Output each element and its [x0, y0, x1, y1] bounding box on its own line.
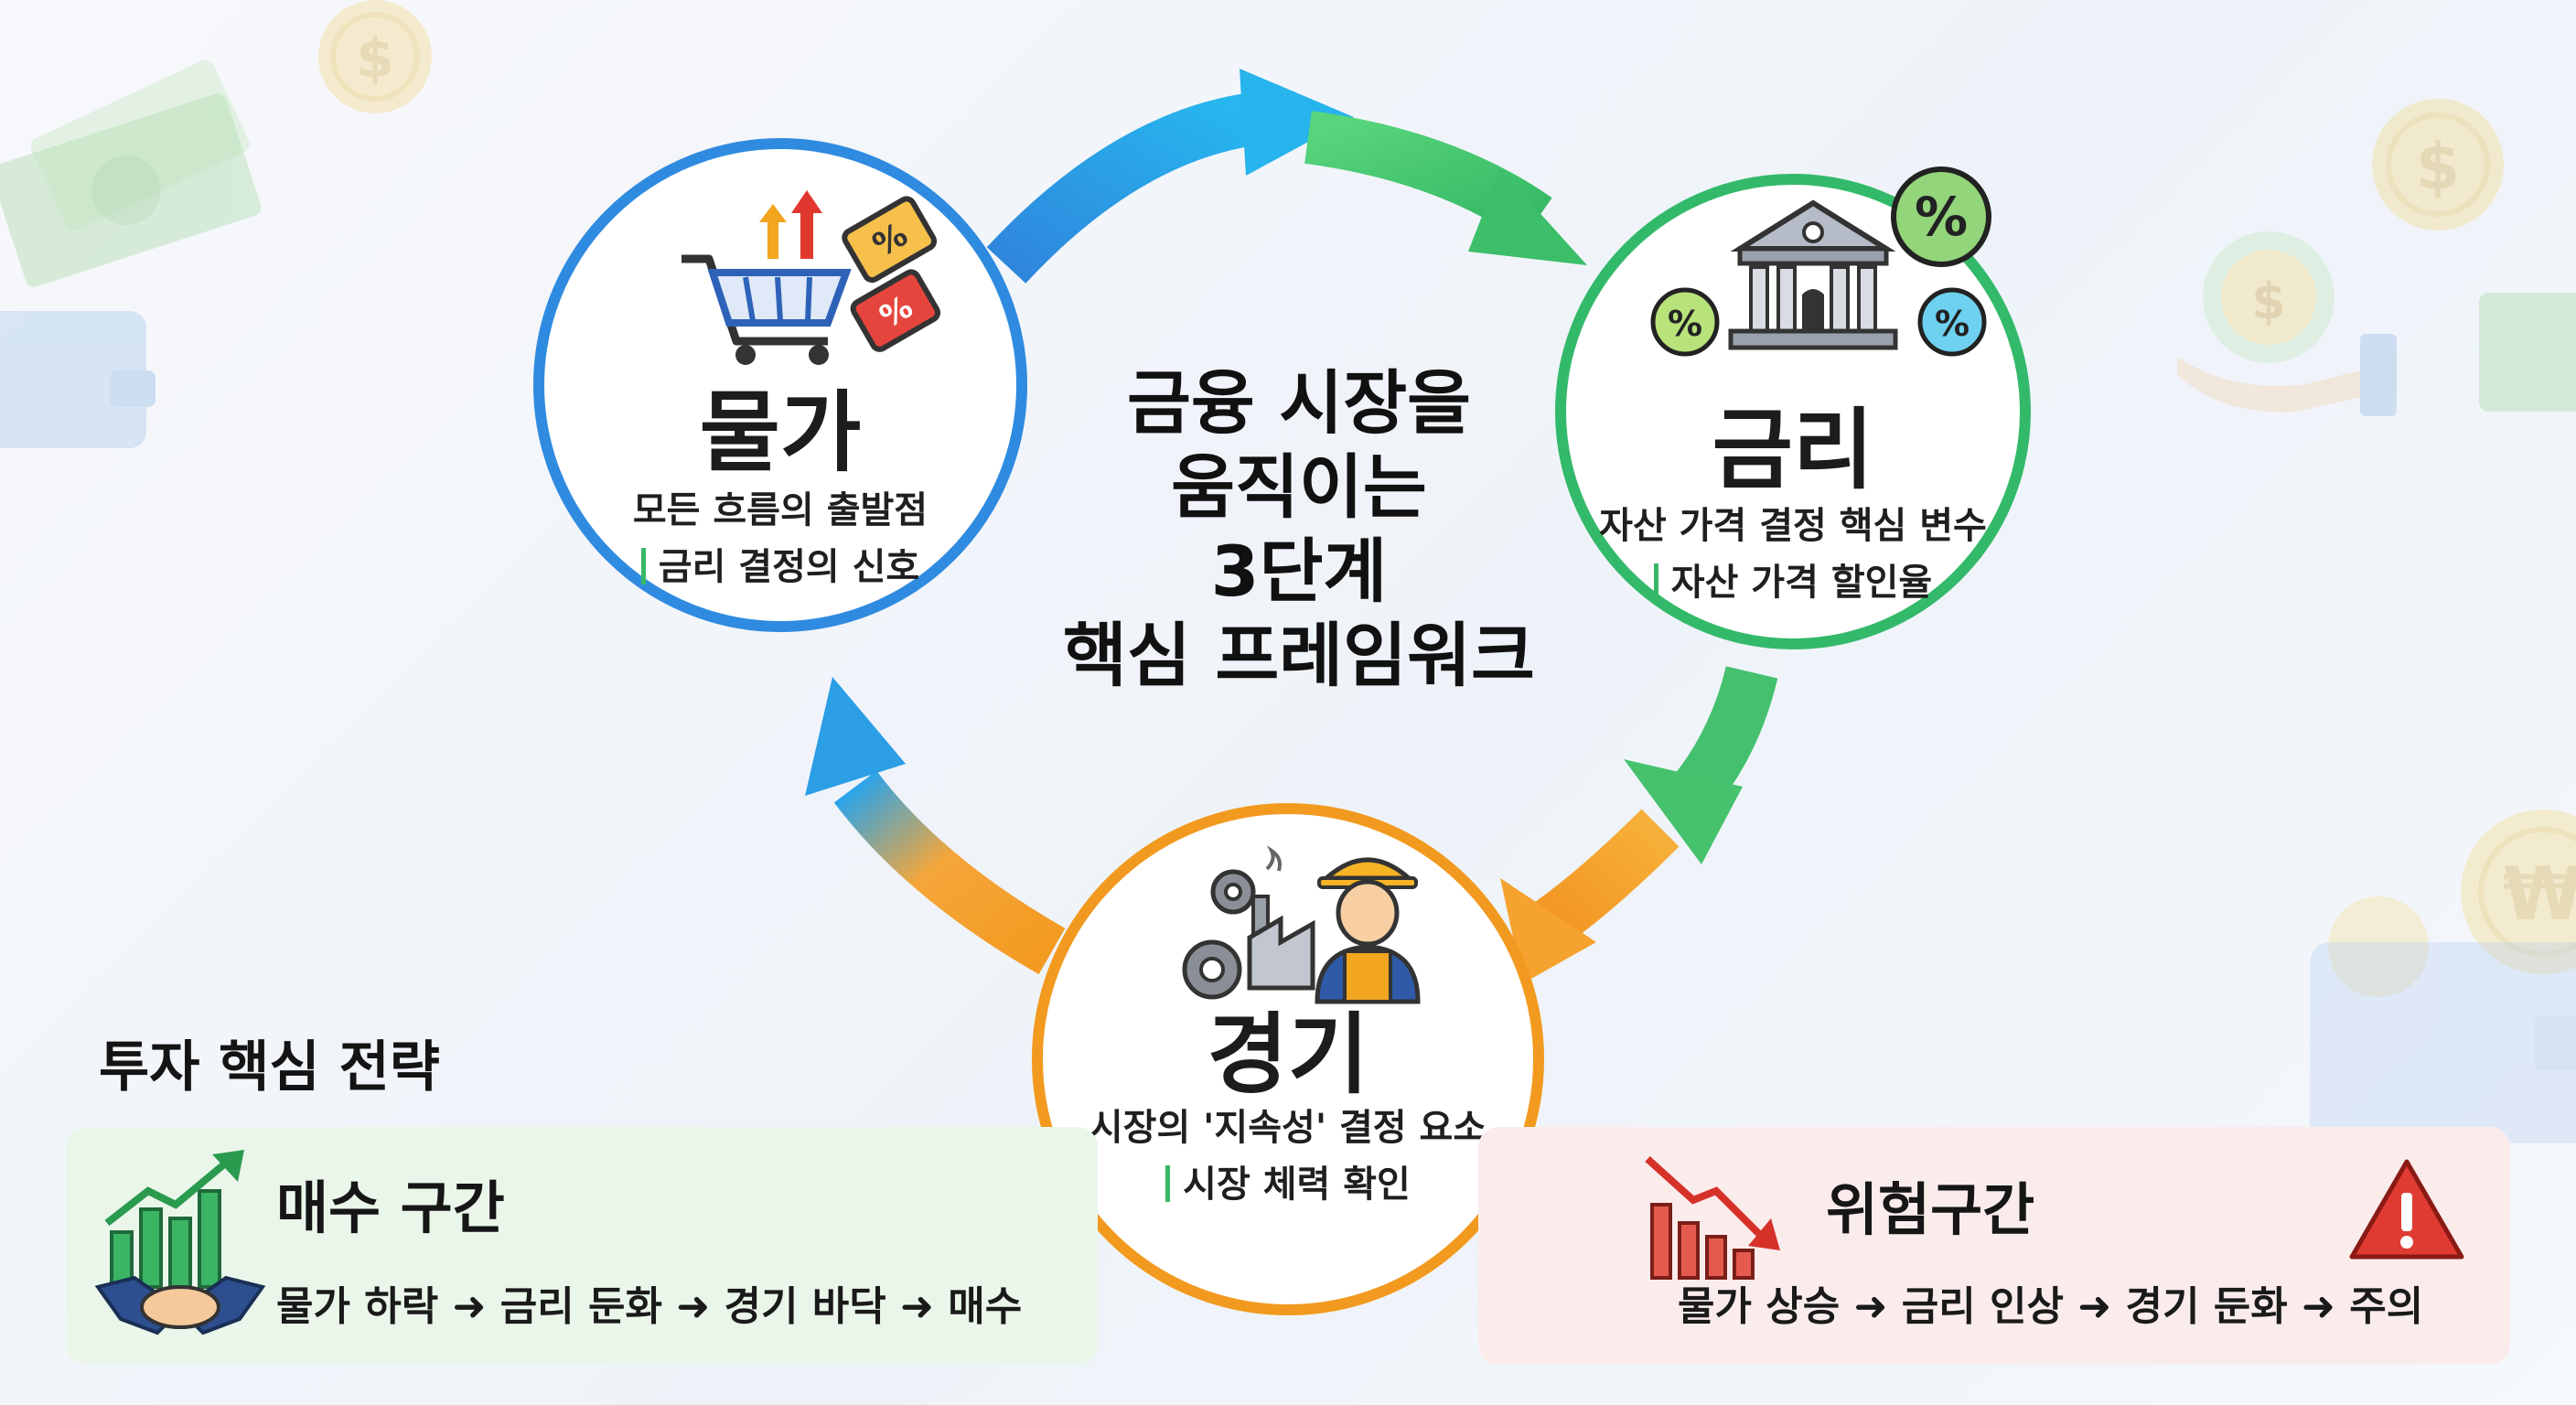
node-economy-line2: 시장 체력 확인 [1183, 1164, 1411, 1206]
svg-text:%: % [1935, 304, 1970, 344]
strategy-title: 투자 핵심 전략 [99, 1023, 440, 1102]
buy-icon-group [93, 1150, 267, 1342]
center-title-line: 움직이는 [951, 445, 1647, 530]
up-arrows-icon [759, 190, 822, 259]
node-economy-line1: 시장의 '지속성' 결정 요소 [1043, 1098, 1533, 1151]
center-title-line: 3단계 [951, 530, 1647, 614]
node-rates-line2: 자산 가격 할인율 [1671, 562, 1932, 604]
node-prices-line2-wrap: 금리 결정의 신호 [544, 537, 1016, 590]
arrow-prices-to-rates [1006, 69, 1354, 265]
center-title-line: 핵심 프레임워크 [951, 614, 1647, 698]
node-economy-title: 경기 [1043, 983, 1533, 1110]
gears-icon [1185, 872, 1253, 997]
node-prices-line1: 모든 흐름의 출발점 [544, 480, 1016, 533]
accent-bar [1165, 1165, 1170, 1202]
factory-icon [1250, 851, 1313, 988]
node-economy-line2-wrap: 시장 체력 확인 [1043, 1154, 1533, 1207]
economy-icon-group [1162, 842, 1436, 1006]
node-economy: 경기 시장의 '지속성' 결정 요소 시장 체력 확인 [1032, 803, 1544, 1315]
warning-triangle-icon [2347, 1154, 2466, 1264]
prices-icon-group: % % [672, 186, 947, 369]
risk-zone-label: 위험구간 [1826, 1164, 2034, 1246]
growth-chart-icon [107, 1150, 244, 1287]
handshake-icon [98, 1278, 263, 1333]
arrow-into-rates [1308, 137, 1587, 265]
buy-zone-flow: 물가 하락 ➜ 금리 둔화 ➜ 경기 바닥 ➜ 매수 [276, 1273, 1022, 1332]
bank-building-icon [1731, 203, 1895, 348]
svg-text:%: % [1668, 304, 1702, 344]
arrow-economy-to-prices [805, 677, 1052, 951]
node-prices-line2: 금리 결정의 신호 [659, 546, 919, 588]
worker-icon [1317, 860, 1418, 1002]
accent-bar [1654, 563, 1658, 600]
accent-bar [641, 548, 646, 585]
rates-icon-group: % % % [1621, 148, 2005, 368]
shopping-cart-icon [682, 259, 846, 365]
svg-text:%: % [1915, 186, 1968, 248]
risk-zone-panel: 위험구간 물가 상승 ➜ 금리 인상 ➜ 경기 둔화 ➜ 주의 [1478, 1127, 2510, 1365]
center-title: 금융 시장을 움직이는 3단계 핵심 프레임워크 [951, 361, 1647, 698]
center-title-line: 금융 시장을 [951, 361, 1647, 445]
buy-zone-panel: 매수 구간 물가 하락 ➜ 금리 둔화 ➜ 경기 바닥 ➜ 매수 [66, 1127, 1098, 1365]
falling-chart-icon [1643, 1150, 1789, 1287]
buy-zone-label: 매수 구간 [276, 1162, 505, 1244]
price-tag-icon: % % [842, 197, 940, 352]
node-prices-title: 물가 [544, 361, 1016, 488]
risk-zone-flow: 물가 상승 ➜ 금리 인상 ➜ 경기 둔화 ➜ 주의 [1678, 1273, 2423, 1332]
